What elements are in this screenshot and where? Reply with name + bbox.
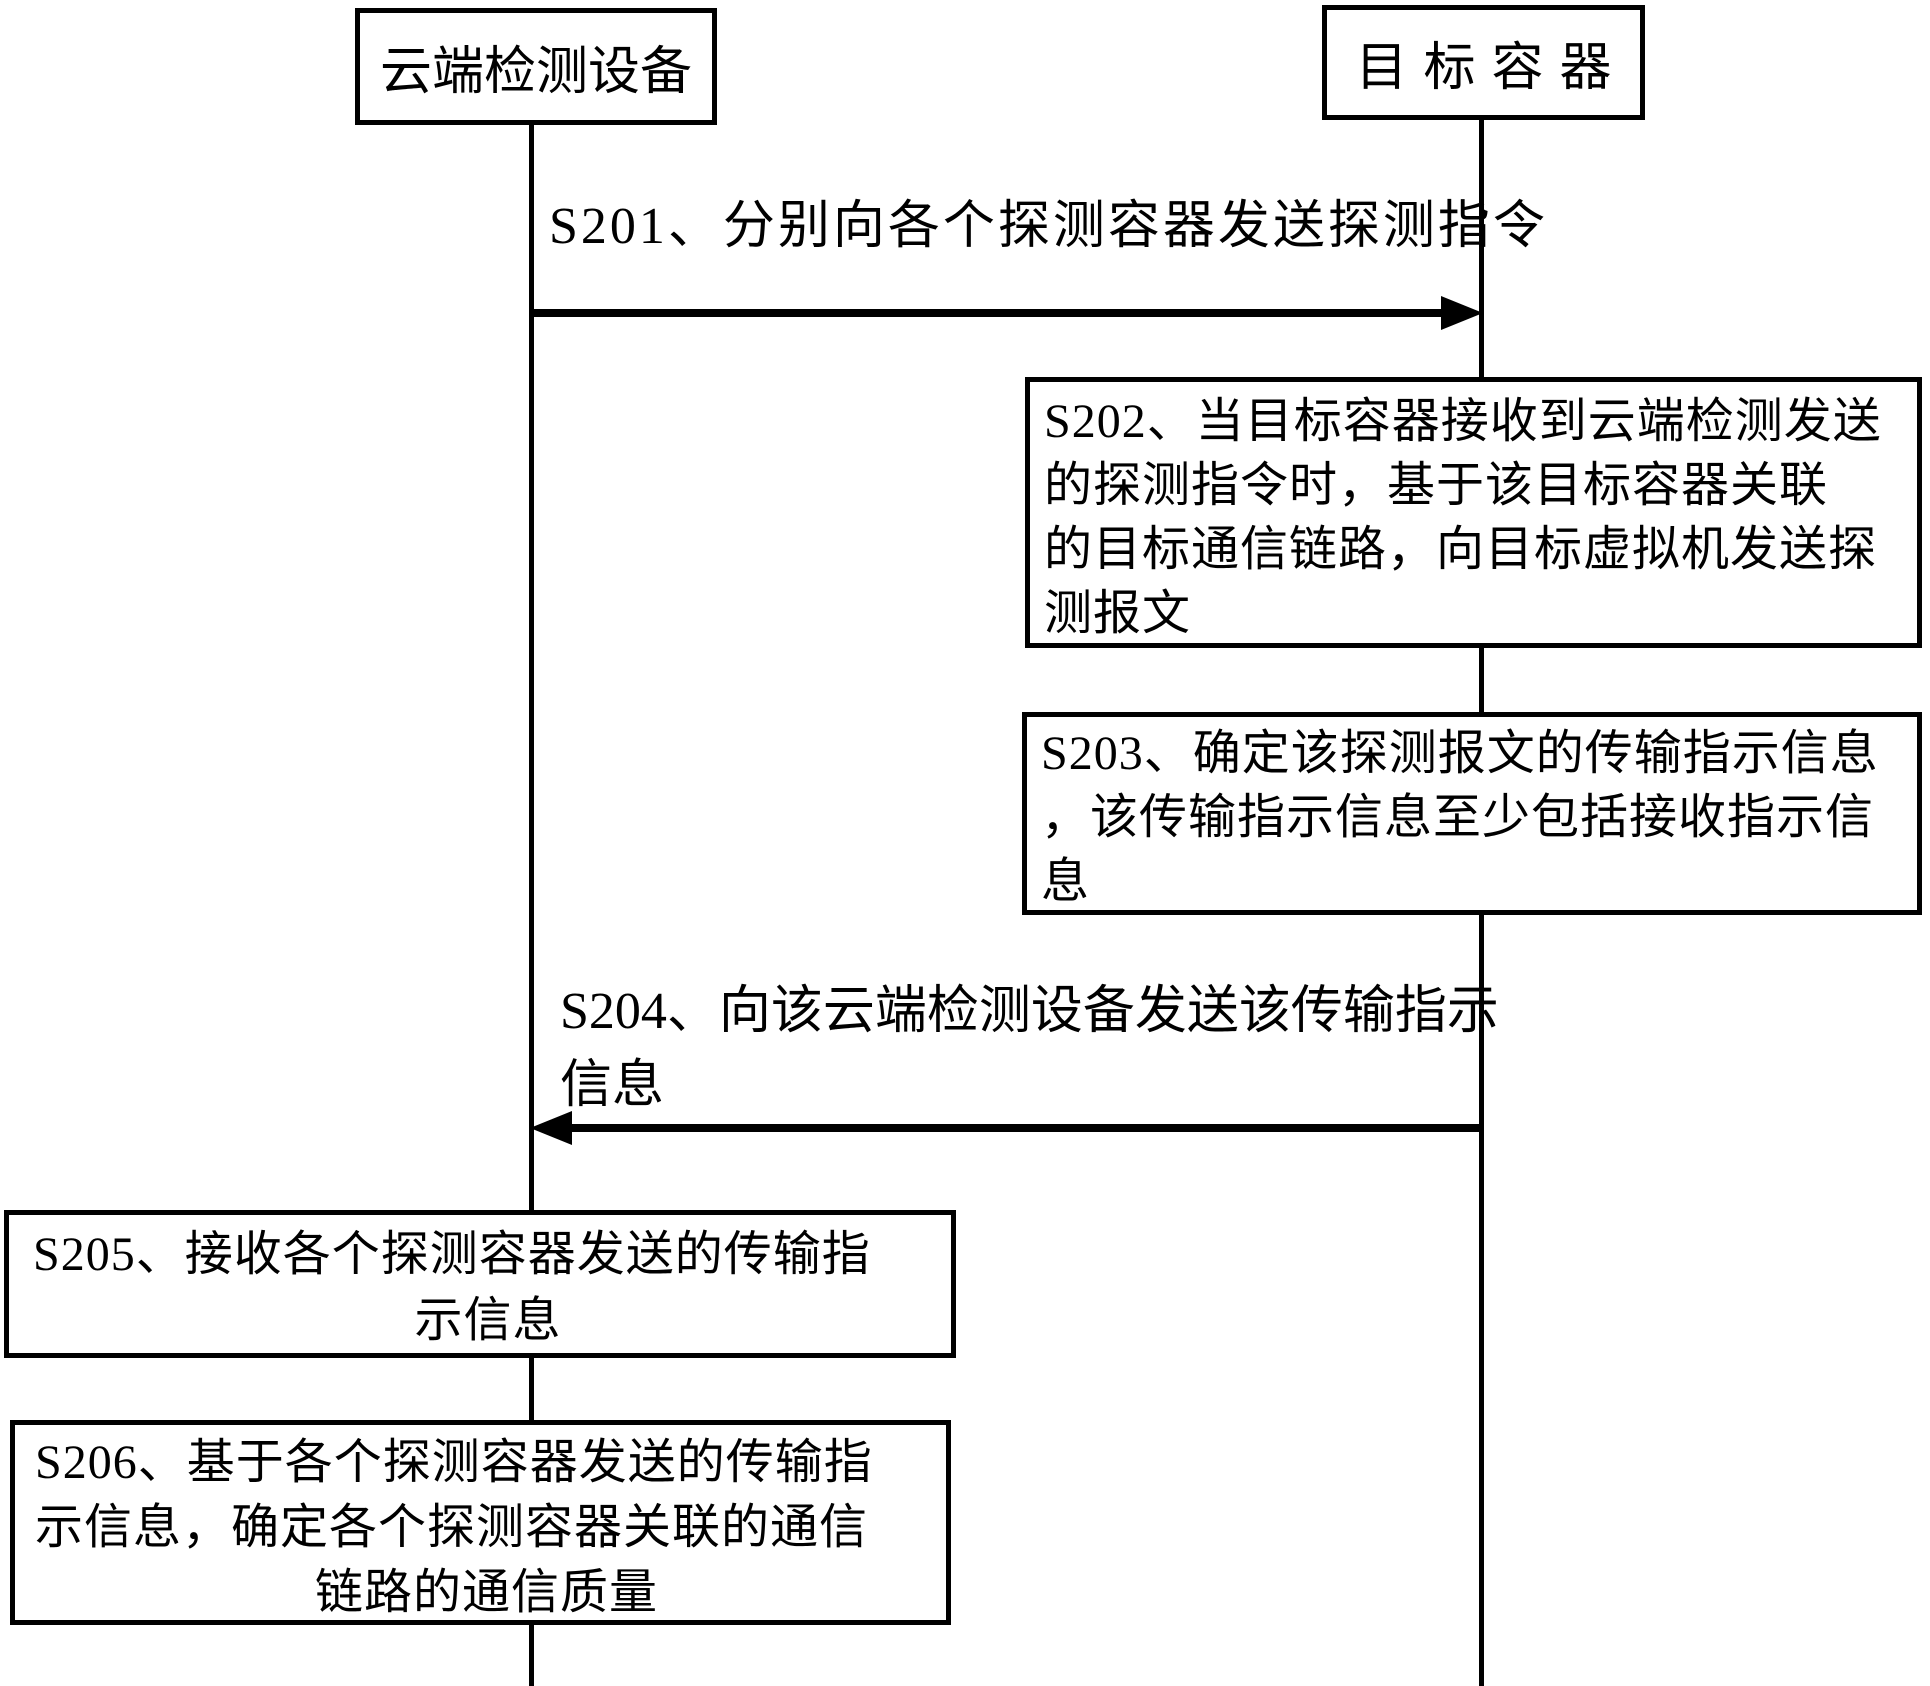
message-s204-line: 信息 [560,1057,665,1114]
message-s204-label: S204、向该云端检测设备发送该传输指示 信息 [560,975,1499,1123]
step-s203-line: S203、确定该探测报文的传输指示信息 [1041,727,1879,780]
message-s204-arrow-line [565,1124,1482,1132]
lifeline-cloud-detection-device [529,123,534,1686]
step-s202-line: S202、当目标容器接收到云端检测发送 [1044,395,1882,448]
step-s202-line: 的探测指令时，基于该目标容器关联 [1044,459,1829,512]
message-s201-arrowhead-right-icon [1441,296,1483,330]
step-box-s205: S205、接收各个探测容器发送的传输指 示信息 [4,1210,956,1358]
step-box-s203: S203、确定该探测报文的传输指示信息 ，该传输指示信息至少包括接收指示信 息 [1022,712,1922,915]
step-s206-line: 链路的通信质量 [314,1566,658,1619]
step-s205-line: 示信息 [414,1294,562,1347]
actor-target-container: 目标容器 [1322,5,1645,120]
message-s204-arrowhead-left-icon [530,1111,572,1145]
step-s203-line: ，该传输指示信息至少包括接收指示信 [1041,791,1875,844]
message-s201-arrow-line [531,309,1447,317]
step-box-s202: S202、当目标容器接收到云端检测发送 的探测指令时，基于该目标容器关联 的目标… [1025,377,1922,648]
message-s201-label: S201、分别向各个探测容器发送探测指令 [549,198,1548,255]
step-s203-line: 息 [1041,855,1091,908]
step-s205-line: S205、接收各个探测容器发送的传输指 [33,1228,871,1281]
step-s206-line: 示信息，确定各个探测容器关联的通信 [35,1501,869,1554]
actor-target-container-label: 目标容器 [1355,40,1628,97]
actor-cloud-detection-device: 云端检测设备 [355,8,717,125]
actor-cloud-detection-device-label: 云端检测设备 [379,44,692,101]
step-s202-line: 的目标通信链路，向目标虚拟机发送探 [1044,523,1878,576]
step-s202-line: 测报文 [1044,587,1192,640]
message-s204-line: S204、向该云端检测设备发送该传输指示 [560,983,1499,1040]
step-box-s206: S206、基于各个探测容器发送的传输指 示信息，确定各个探测容器关联的通信 链路… [10,1420,951,1625]
step-s206-line: S206、基于各个探测容器发送的传输指 [35,1436,873,1489]
